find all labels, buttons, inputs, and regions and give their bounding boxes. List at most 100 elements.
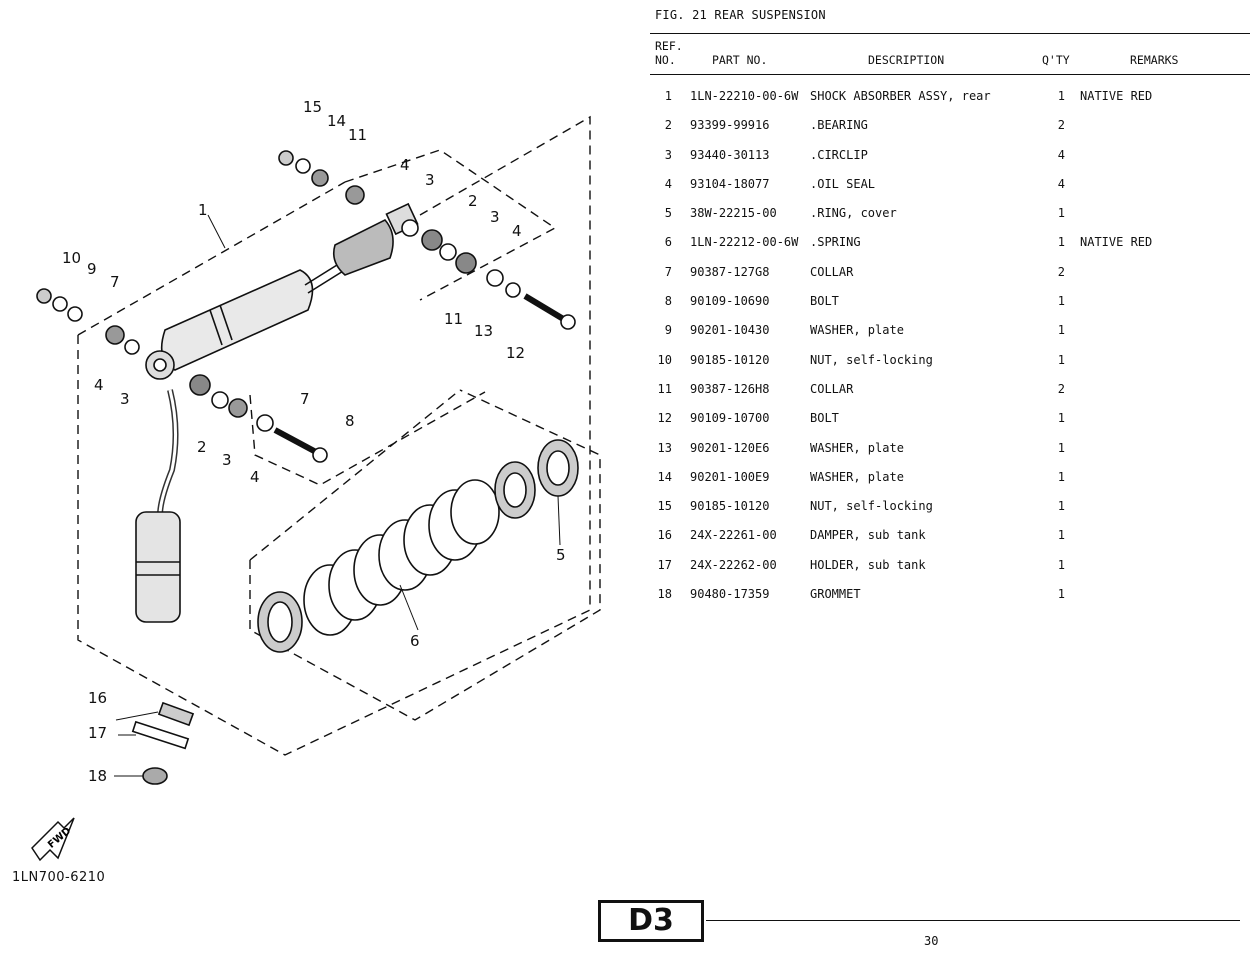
description-cell: GROMMET [810, 587, 861, 602]
ref-cell: 11 [657, 381, 672, 396]
description-cell: DAMPER, sub tank [810, 528, 926, 543]
ref-cell: 13 [657, 440, 672, 455]
part-no-cell: 24X-22262-00 [690, 557, 777, 572]
col-description: DESCRIPTION [868, 53, 945, 67]
qty-cell: 1 [1057, 206, 1065, 221]
ref-cell: 10 [657, 352, 672, 367]
part-no-cell: 93399-99916 [690, 118, 770, 133]
ref-cell: 14 [657, 469, 672, 484]
svg-text:4: 4 [512, 222, 522, 240]
qty-cell: 1 [1057, 499, 1065, 514]
svg-text:4: 4 [94, 376, 104, 394]
ref-cell: 2 [664, 118, 672, 133]
description-cell: .RING, cover [810, 206, 897, 221]
svg-text:8: 8 [345, 412, 355, 430]
svg-text:3: 3 [120, 390, 130, 408]
description-cell: WASHER, plate [810, 323, 904, 338]
qty-cell: 1 [1057, 235, 1065, 250]
ref-cell: 12 [657, 411, 672, 426]
part-no-cell: 90201-120E6 [690, 440, 770, 455]
drawing-code: 1LN700-6210 [12, 870, 106, 885]
part-no-cell: 93440-30113 [690, 147, 770, 162]
description-cell: NUT, self-locking [810, 499, 933, 514]
svg-text:3: 3 [425, 171, 435, 189]
part-no-cell: 90185-10120 [690, 352, 770, 367]
part-no-cell: 90201-10430 [690, 323, 770, 338]
svg-text:12: 12 [506, 344, 525, 362]
remarks-cell: NATIVE RED [1080, 89, 1153, 103]
qty-cell: 2 [1057, 264, 1065, 279]
ref-cell: 8 [664, 294, 672, 309]
part-no-cell: 90185-10120 [690, 499, 770, 514]
table-row: 11 90387-126H8 COLLAR 2 [650, 376, 1250, 405]
svg-text:18: 18 [88, 767, 107, 785]
qty-cell: 1 [1057, 89, 1065, 103]
ref-cell: 9 [664, 323, 672, 338]
description-cell: WASHER, plate [810, 469, 904, 484]
table-row: 18 90480-17359 GROMMET 1 [650, 581, 1250, 610]
svg-text:11: 11 [444, 310, 463, 328]
description-cell: .BEARING [810, 118, 868, 133]
svg-text:4: 4 [400, 156, 410, 174]
svg-text:6: 6 [410, 632, 420, 650]
table-row: 1 1LN-22210-00-6W SHOCK ABSORBER ASSY, rea… [650, 83, 1250, 112]
ref-cell: 18 [657, 587, 672, 602]
section-code: D3 [598, 900, 704, 942]
part-no-cell: 90480-17359 [690, 587, 770, 602]
ref-cell: 3 [664, 147, 672, 162]
qty-cell: 2 [1057, 381, 1065, 396]
remarks-cell: NATIVE RED [1080, 235, 1153, 250]
svg-text:13: 13 [474, 322, 493, 340]
svg-text:17: 17 [88, 724, 107, 742]
qty-cell: 1 [1057, 528, 1065, 543]
svg-text:11: 11 [348, 126, 367, 144]
qty-cell: 1 [1057, 469, 1065, 484]
table-body: 1 1LN-22210-00-6W SHOCK ABSORBER ASSY, rea… [650, 83, 1250, 610]
table-row: 13 90201-120E6 WASHER, plate 1 [650, 435, 1250, 464]
description-cell: .OIL SEAL [810, 176, 876, 191]
part-no-cell: 1LN-22212-00-6W [690, 235, 799, 250]
qty-cell: 1 [1057, 557, 1065, 572]
description-cell: COLLAR [810, 381, 854, 396]
ref-cell: 4 [664, 176, 672, 191]
qty-cell: 4 [1057, 147, 1065, 162]
part-no-cell: 90109-10690 [690, 294, 770, 309]
description-cell: .CIRCLIP [810, 147, 868, 162]
assy-outline [77, 115, 591, 756]
description-cell: BOLT [810, 294, 839, 309]
ref-cell: 7 [664, 264, 672, 279]
ref-cell: 17 [657, 557, 672, 572]
table-row: 15 90185-10120 NUT, self-locking 1 [650, 493, 1250, 522]
part-no-cell: 90387-126H8 [690, 381, 770, 396]
ref-cell: 5 [664, 206, 672, 221]
qty-cell: 1 [1057, 411, 1065, 426]
footer-rule [706, 920, 1240, 921]
table-row: 5 38W-22215-00 .RING, cover 1 [650, 200, 1250, 229]
qty-cell: 1 [1057, 587, 1065, 602]
col-qty: Q'TY [1042, 53, 1070, 67]
svg-text:16: 16 [88, 689, 107, 707]
svg-text:9: 9 [87, 260, 97, 278]
qty-cell: 1 [1057, 440, 1065, 455]
table-row: 17 24X-22262-00 HOLDER, sub tank 1 [650, 552, 1250, 581]
ref-cell: 15 [657, 499, 672, 514]
description-cell: HOLDER, sub tank [810, 557, 926, 572]
description-cell: COLLAR [810, 264, 854, 279]
part-no-cell: 38W-22215-00 [690, 206, 777, 221]
svg-text:1: 1 [198, 201, 208, 219]
description-cell: NUT, self-locking [810, 352, 933, 367]
svg-text:4: 4 [250, 468, 260, 486]
part-no-cell: 1LN-22210-00-6W [690, 89, 799, 103]
description-cell: SHOCK ABSORBER ASSY, rear [810, 89, 991, 103]
description-cell: WASHER, plate [810, 440, 904, 455]
description-cell: BOLT [810, 411, 839, 426]
svg-text:5: 5 [556, 546, 566, 564]
